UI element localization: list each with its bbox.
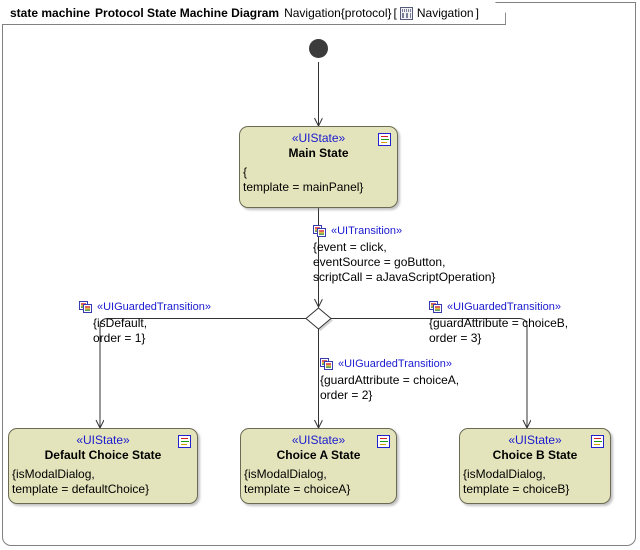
transition-stereotype: «UIGuardedTransition» — [338, 358, 452, 370]
transition-body: {guardAttribute = choiceB, order = 3} — [429, 316, 568, 346]
diagram-frame-header[interactable]: state machine Protocol State Machine Dia… — [2, 2, 506, 25]
transition-body-line: order = 3} — [429, 331, 482, 345]
frame-bracket-open: [ — [393, 6, 397, 20]
state-main-state[interactable]: «UIState» Main State { template = mainPa… — [239, 126, 398, 208]
state-choice-a-state[interactable]: «UIState» Choice A State {isModalDialog,… — [240, 428, 397, 504]
transition-body-line: order = 2} — [320, 388, 373, 402]
transition-body: {isDefault, order = 1} — [79, 316, 211, 346]
transition-body-line: {isDefault, — [93, 316, 148, 330]
transition-body-line: {guardAttribute = choiceB, — [429, 316, 569, 330]
state-stereotype: «UIState» — [508, 433, 562, 447]
transition-header: «UIGuardedTransition» — [320, 357, 459, 371]
transition-body: {guardAttribute = choiceA, order = 2} — [320, 373, 459, 403]
state-title: Choice B State — [492, 448, 578, 462]
frame-bracket-close: ] — [475, 6, 479, 20]
transition-body-line: {event = click, — [313, 240, 387, 254]
frame-diagram-type: Protocol State Machine Diagram — [95, 6, 280, 20]
transition-header: «UIGuardedTransition» — [79, 300, 211, 314]
state-body-line: {isModalDialog, — [244, 467, 327, 481]
frame-context-label: Navigation — [416, 6, 474, 20]
properties-icon — [378, 133, 391, 146]
state-body-line: {isModalDialog, — [463, 467, 546, 481]
transition-stereotype: «UIGuardedTransition» — [97, 301, 211, 313]
state-body-line: template = mainPanel} — [243, 180, 364, 194]
table-icon — [400, 7, 413, 20]
state-stereotype: «UIState» — [76, 433, 130, 447]
state-stereotype: «UIState» — [291, 131, 346, 145]
state-title: Main State — [288, 146, 349, 160]
transition-body-line: {guardAttribute = choiceA, — [320, 373, 460, 387]
state-body-line: {isModalDialog, — [12, 467, 95, 481]
state-body: { template = mainPanel} — [240, 164, 397, 195]
properties-icon — [377, 435, 390, 448]
transition-label-to-default[interactable]: «UIGuardedTransition» {isDefault, order … — [79, 300, 211, 346]
transition-body-line: eventSource = goButton, — [313, 255, 446, 269]
transition-body-line: order = 1} — [93, 331, 146, 345]
state-title: Choice A State — [276, 448, 361, 462]
transition-label-to-choiceb[interactable]: «UIGuardedTransition» {guardAttribute = … — [429, 300, 568, 346]
transition-body-line: scriptCall = aJavaScriptOperation} — [313, 270, 496, 284]
initial-pseudostate[interactable] — [309, 39, 328, 58]
transition-icon — [320, 358, 334, 370]
state-body: {isModalDialog, template = defaultChoice… — [9, 466, 197, 497]
transition-icon — [429, 301, 443, 313]
state-default-choice-state[interactable]: «UIState» Default Choice State {isModalD… — [8, 428, 198, 504]
state-body-line: template = choiceB} — [463, 482, 570, 496]
properties-icon — [178, 435, 191, 448]
transition-icon — [79, 301, 93, 313]
state-body-line: template = defaultChoice} — [12, 482, 150, 496]
frame-kind-label: state machine — [10, 6, 91, 20]
transition-stereotype: «UIGuardedTransition» — [447, 301, 561, 313]
state-body-line: { — [243, 165, 248, 179]
transition-label-main-to-choice[interactable]: «UITransition» {event = click, eventSour… — [313, 224, 495, 285]
state-body: {isModalDialog, template = choiceB} — [460, 466, 610, 497]
transition-header: «UITransition» — [313, 224, 495, 238]
state-title: Default Choice State — [44, 448, 162, 462]
transition-icon — [313, 225, 327, 237]
transition-stereotype: «UITransition» — [331, 225, 403, 237]
transition-label-to-choicea[interactable]: «UIGuardedTransition» {guardAttribute = … — [320, 357, 459, 403]
state-body-line: template = choiceA} — [244, 482, 351, 496]
state-body: {isModalDialog, template = choiceA} — [241, 466, 396, 497]
state-choice-b-state[interactable]: «UIState» Choice B State {isModalDialog,… — [459, 428, 611, 504]
transition-body: {event = click, eventSource = goButton, … — [313, 240, 495, 285]
transition-header: «UIGuardedTransition» — [429, 300, 568, 314]
frame-diagram-name: Navigation{protocol} — [284, 6, 392, 20]
properties-icon — [591, 435, 604, 448]
state-stereotype: «UIState» — [291, 433, 346, 447]
